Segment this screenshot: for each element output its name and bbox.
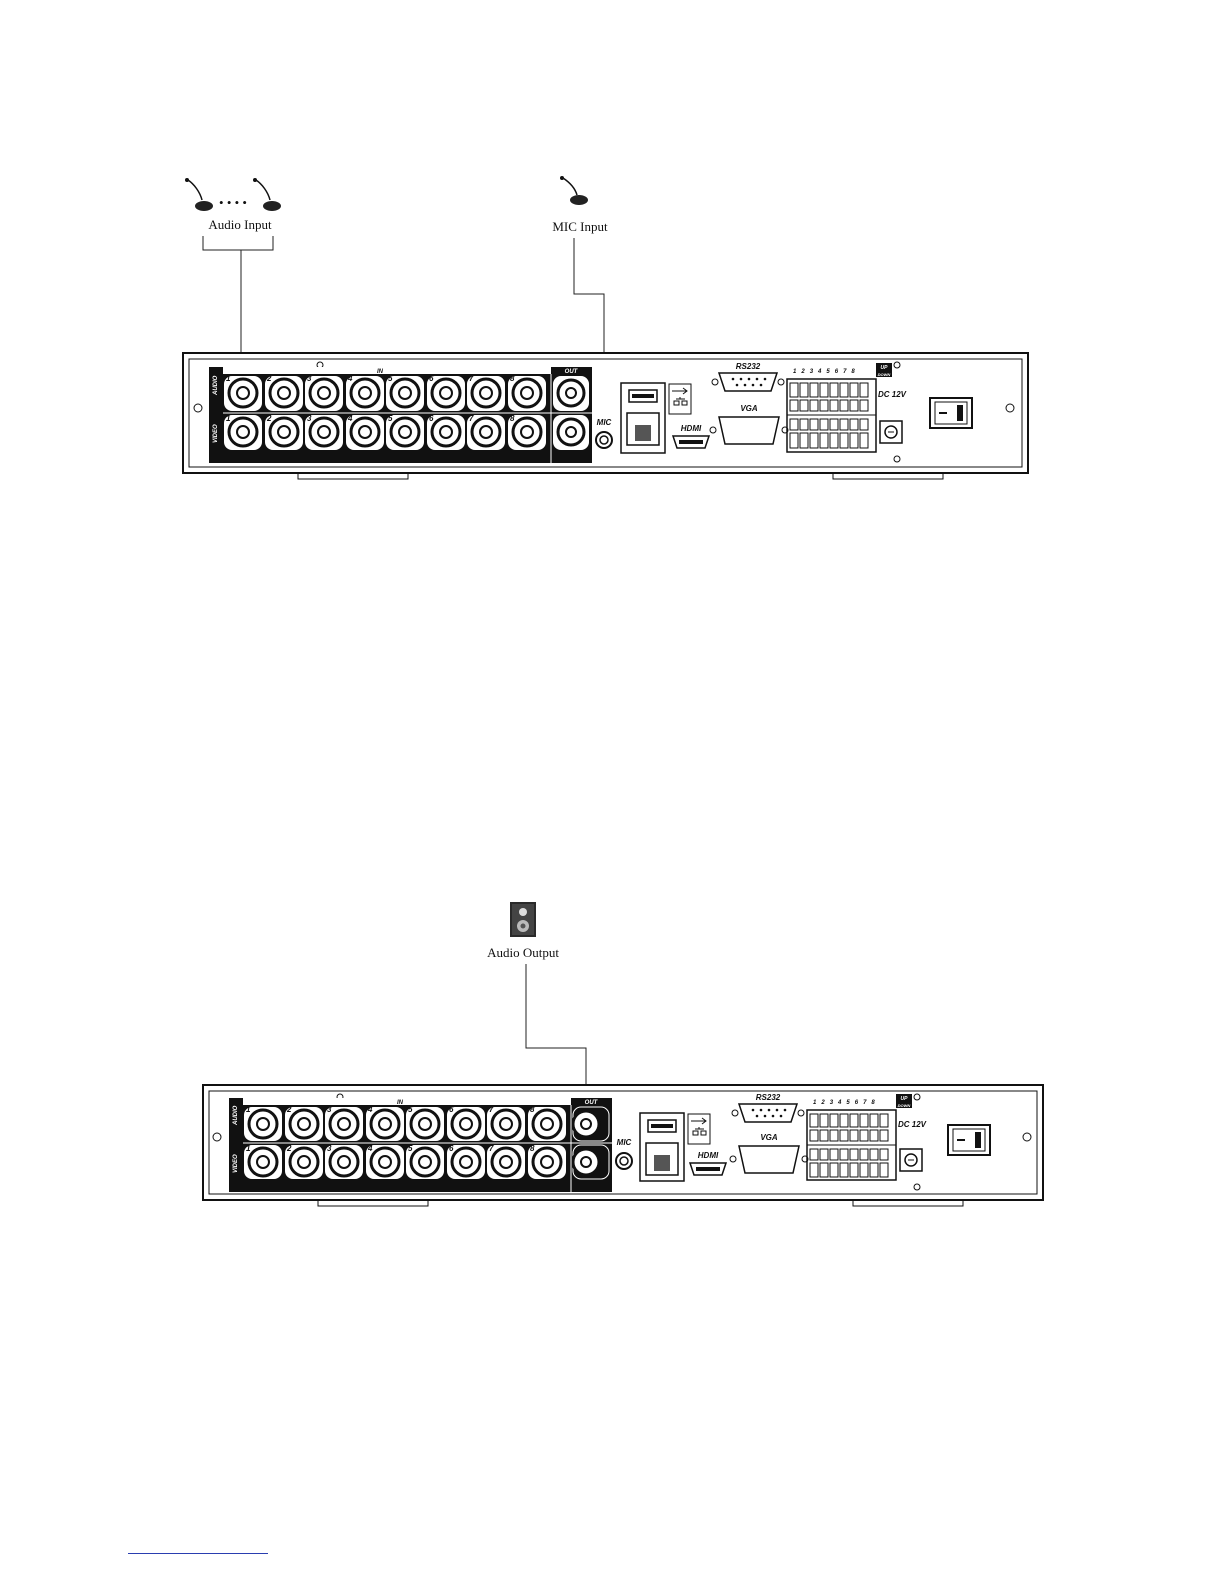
in-label: IN <box>397 1100 404 1106</box>
channel-number: 6 <box>429 414 434 423</box>
channel-number: 2 <box>286 1105 292 1114</box>
audio-input-caption: Audio Input <box>208 217 272 232</box>
mic-label: MIC <box>617 1138 632 1147</box>
audio-input-connection-svg: • • • • Audio Input MIC Input <box>0 160 1224 500</box>
channel-number: 6 <box>449 1144 454 1153</box>
channel-number: 1 <box>226 414 231 423</box>
channel-number: 2 <box>266 414 272 423</box>
channel-number: 7 <box>469 374 474 383</box>
audio-output-diagram: Audio Output IN OUT AUDIO VIDEO <box>0 890 1224 1220</box>
bnc-connector-out[interactable] <box>573 1107 609 1141</box>
channel-number: 5 <box>408 1105 413 1114</box>
bnc-audio-row <box>224 376 589 411</box>
channel-number: 3 <box>307 414 312 423</box>
footnote-rule <box>128 1553 268 1554</box>
audio-row-label: AUDIO <box>213 375 219 396</box>
microphone-icon <box>185 178 213 211</box>
channel-number: 1 <box>246 1144 251 1153</box>
video-row-label: VIDEO <box>233 1154 239 1173</box>
microphone-icon <box>560 176 588 205</box>
channel-number: 1 <box>246 1105 251 1114</box>
channel-number: 4 <box>347 374 353 383</box>
channel-number: 5 <box>408 1144 413 1153</box>
channel-number: 7 <box>489 1144 494 1153</box>
channel-number: 6 <box>429 374 434 383</box>
down-label: DOWN <box>898 1103 911 1108</box>
rs232-label: RS232 <box>756 1093 781 1102</box>
bnc-video-row <box>224 415 589 450</box>
channel-number: 4 <box>347 414 353 423</box>
speaker-icon <box>510 902 536 937</box>
hdmi-label: HDMI <box>681 424 702 433</box>
audio-output-caption: Audio Output <box>487 945 559 960</box>
channel-number: 6 <box>449 1105 454 1114</box>
channel-number: 3 <box>307 374 312 383</box>
channel-number: 3 <box>327 1105 332 1114</box>
dvr-rear-panel: IN OUT AUDIO VIDEO <box>203 1085 1043 1206</box>
dvr-rear-panel: IN OUT AUDIO VIDEO <box>183 353 1028 479</box>
audio-row-label: AUDIO <box>233 1105 239 1126</box>
hdmi-label: HDMI <box>698 1151 719 1160</box>
channel-number: 8 <box>510 374 515 383</box>
channel-number: 2 <box>286 1144 292 1153</box>
channel-number: 7 <box>469 414 474 423</box>
audio-output-connection-svg: Audio Output IN OUT AUDIO VIDEO <box>0 890 1224 1220</box>
channel-number: 7 <box>489 1105 494 1114</box>
down-label: DOWN <box>878 372 891 377</box>
channel-number: 8 <box>510 414 515 423</box>
dc-label: DC 12V <box>898 1120 927 1129</box>
mic-input-caption: MIC Input <box>552 219 608 234</box>
out-label: OUT <box>565 369 579 375</box>
bnc-connector-out[interactable] <box>553 376 589 411</box>
dc-label: DC 12V <box>878 390 907 399</box>
bnc-audio-row <box>244 1107 609 1141</box>
channel-number: 5 <box>388 374 393 383</box>
rs232-label: RS232 <box>736 362 761 371</box>
channel-number: 8 <box>530 1105 535 1114</box>
channel-number: 5 <box>388 414 393 423</box>
video-row-label: VIDEO <box>213 424 219 443</box>
channel-number: 8 <box>530 1144 535 1153</box>
in-label: IN <box>377 369 384 375</box>
vga-label: VGA <box>740 404 758 413</box>
vga-label: VGA <box>760 1133 778 1142</box>
microphone-dots: • • • • <box>219 195 247 210</box>
bnc-connector-out[interactable] <box>573 1145 609 1179</box>
bnc-connector-out[interactable] <box>553 415 589 450</box>
channel-number: 2 <box>266 374 272 383</box>
channel-number: 4 <box>367 1105 373 1114</box>
out-label: OUT <box>585 1100 599 1106</box>
channel-number: 3 <box>327 1144 332 1153</box>
microphone-icon <box>253 178 281 211</box>
channel-number: 1 <box>226 374 231 383</box>
bnc-video-row <box>244 1145 609 1179</box>
audio-input-diagram: • • • • Audio Input MIC Input <box>0 160 1224 500</box>
mic-label: MIC <box>597 418 612 427</box>
channel-number: 4 <box>367 1144 373 1153</box>
